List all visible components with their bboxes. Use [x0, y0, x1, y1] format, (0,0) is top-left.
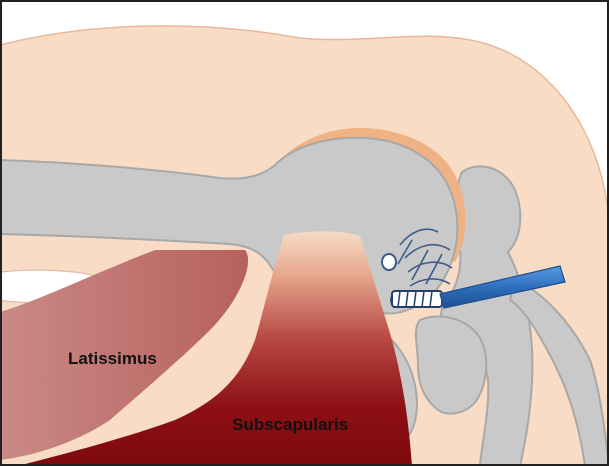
screw-anchor: [392, 291, 442, 307]
latissimus-label: Latissimus: [68, 349, 157, 368]
subscapularis-label: Subscapularis: [232, 415, 348, 434]
coracoid-bone: [416, 316, 486, 413]
